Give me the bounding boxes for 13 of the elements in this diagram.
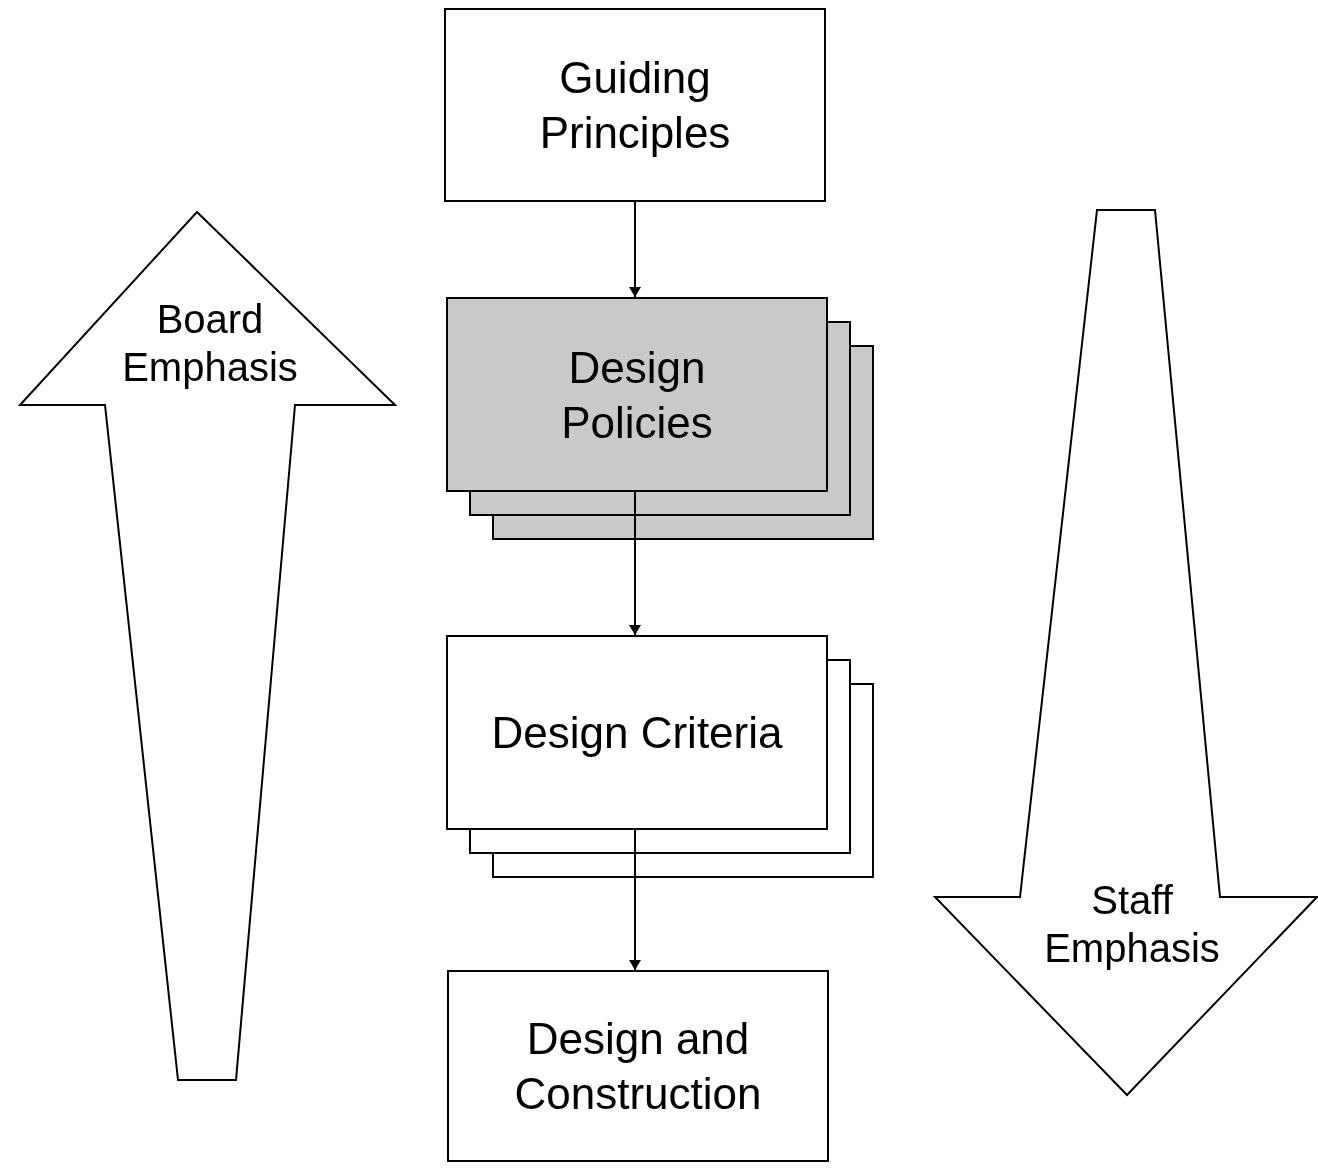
box-label: Design Policies <box>560 341 714 449</box>
arrow <box>629 829 641 971</box>
box-label: Design Criteria <box>491 707 783 759</box>
arrow-label: Board Emphasis <box>121 296 299 391</box>
process-box <box>446 635 828 830</box>
box-label: Design and Construction <box>513 1013 763 1120</box>
process-box <box>444 8 826 202</box>
arrow-label: Staff Emphasis <box>1043 877 1221 972</box>
process-box <box>446 297 828 492</box>
process-box <box>447 970 829 1162</box>
arrow <box>629 201 641 298</box>
box-label: Guiding Principles <box>538 52 732 159</box>
arrow <box>629 491 641 636</box>
